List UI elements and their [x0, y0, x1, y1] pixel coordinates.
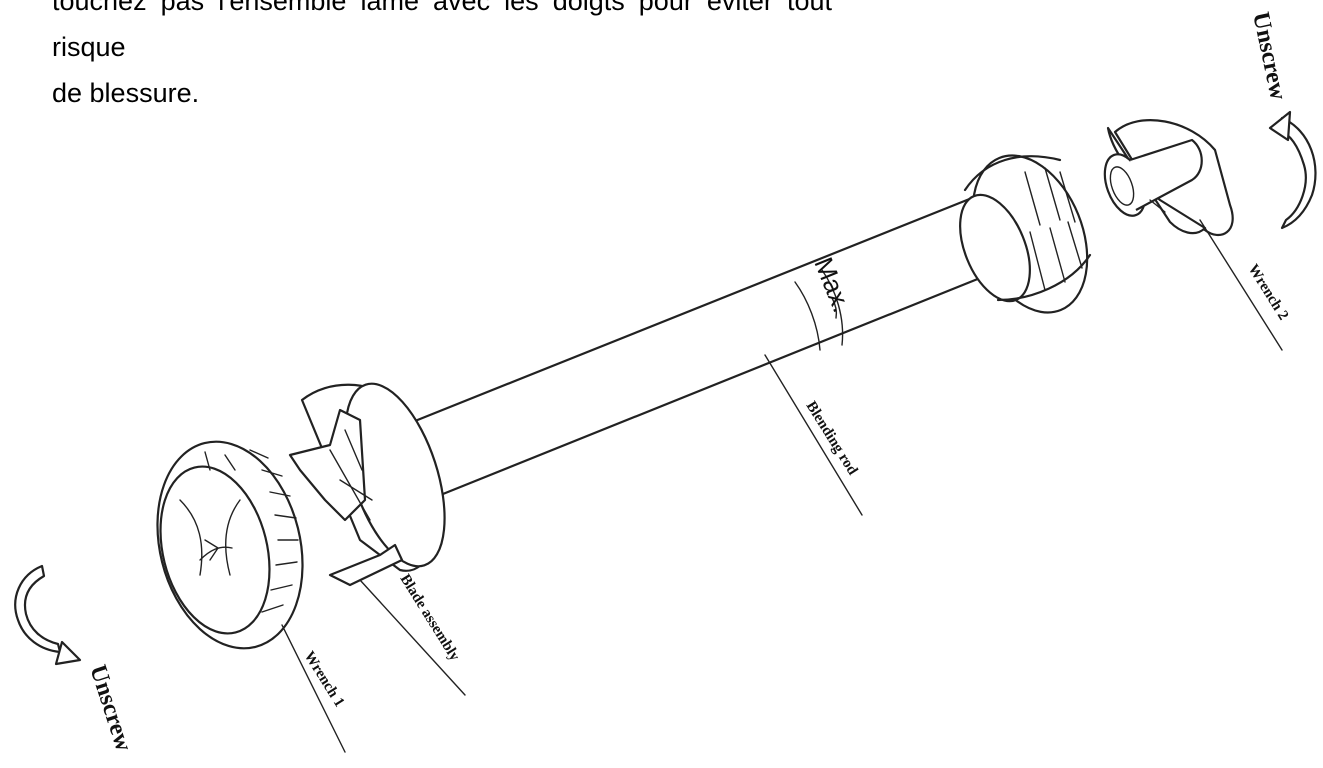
wrench-1-grip-ridges	[204, 449, 299, 613]
max-fill-mark: Max.	[808, 253, 857, 316]
wrench-1-tool	[156, 440, 304, 650]
blending-rod-leader	[764, 354, 863, 516]
unscrew-label-bottom: Unscrew	[84, 662, 136, 755]
wrench-2-label: Wrench 2	[1245, 262, 1292, 323]
blending-rod-label: Blending rod	[803, 399, 861, 479]
blade-assembly-part	[288, 382, 446, 587]
wrench-2-leader	[1199, 219, 1283, 351]
blending-rod-shaft	[403, 196, 1002, 502]
wrench-1-leader	[281, 624, 346, 753]
unscrew-label-top: Unscrew	[1247, 10, 1291, 103]
rod-collar	[959, 154, 1092, 314]
safety-warning-text: touchez pas l'ensemble lame avec les doi…	[52, 0, 832, 116]
wrench-2-tool	[1103, 119, 1234, 236]
warning-line-2: de blessure.	[52, 78, 200, 108]
blade-assembly-leader	[359, 579, 466, 696]
rotate-arrow-icon-top	[1268, 110, 1317, 230]
warning-line-1: touchez pas l'ensemble lame avec les doi…	[52, 0, 832, 62]
blade-assembly-label: Blade assembly	[397, 572, 463, 665]
rotate-arrow-icon-bottom	[14, 564, 82, 666]
wrench-1-label: Wrench 1	[301, 649, 348, 710]
